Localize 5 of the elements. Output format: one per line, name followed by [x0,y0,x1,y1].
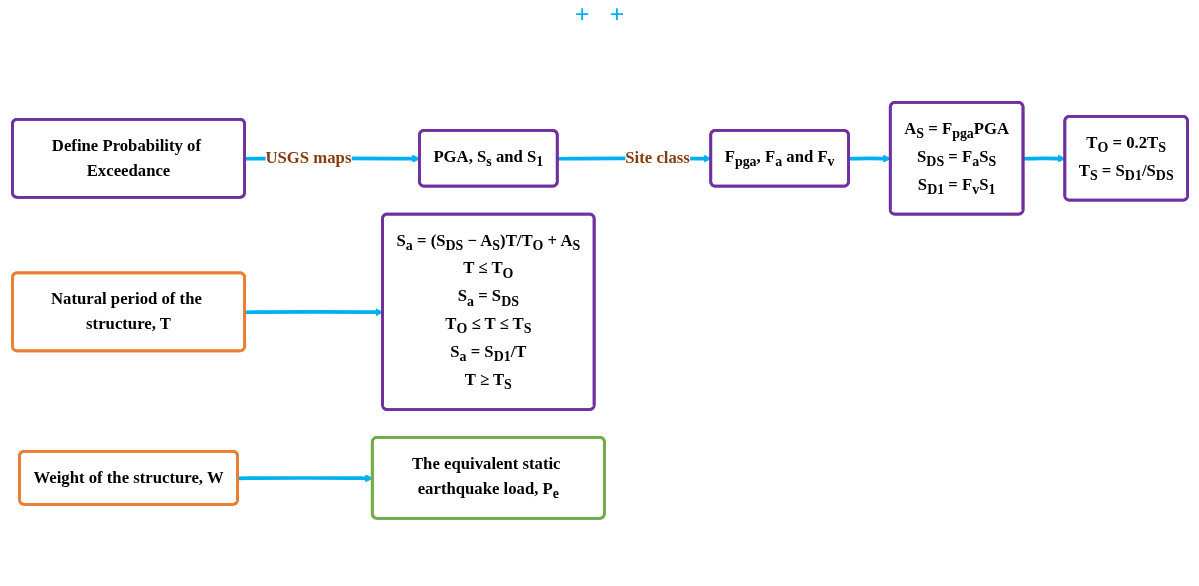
plus-sign: + [609,0,625,31]
edge-label: USGS maps [264,148,351,167]
edge-label: Site class [624,148,690,167]
arrow [244,307,383,316]
plus-sign: + [574,0,590,31]
